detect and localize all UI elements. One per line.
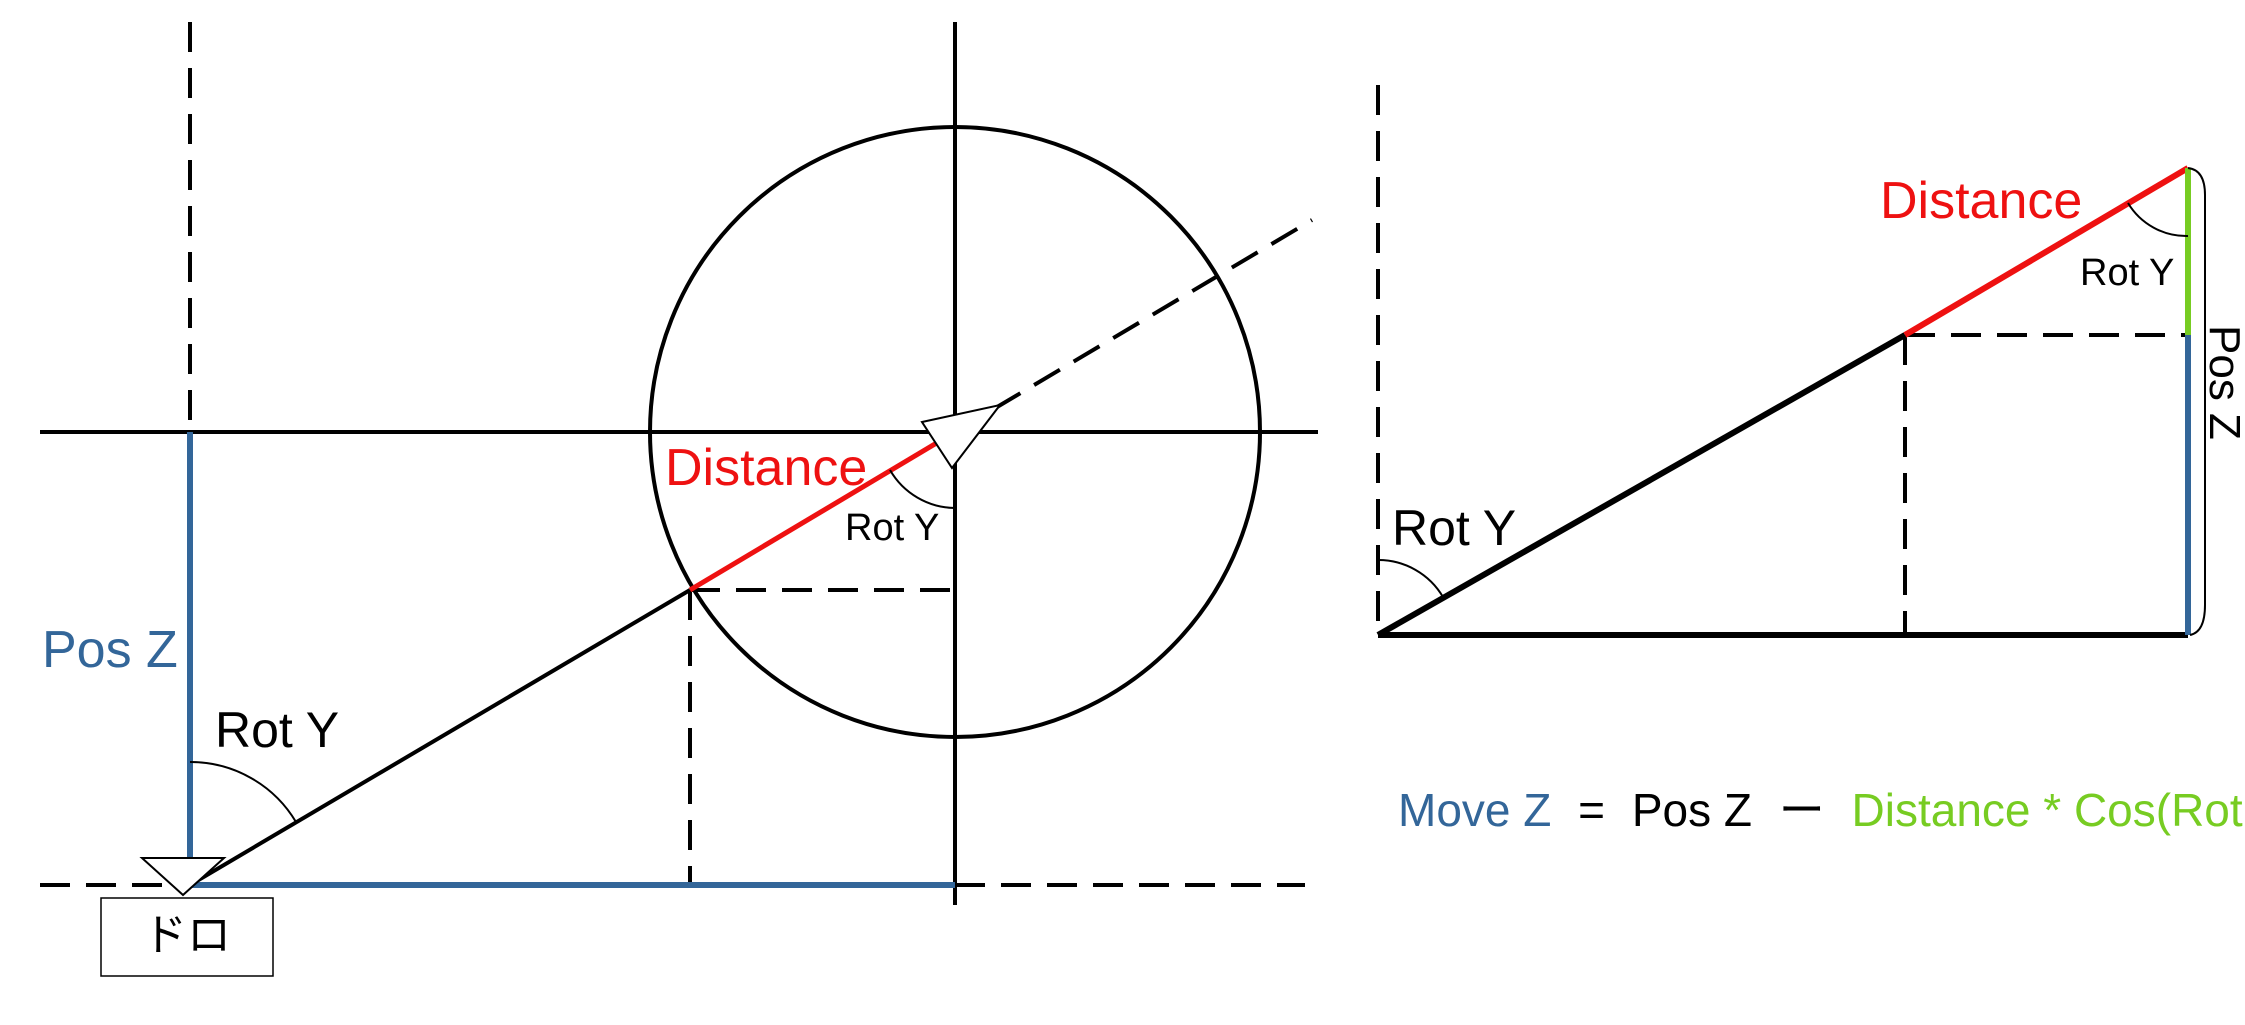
right-rot-y-arc-large	[1377, 558, 1444, 598]
left-diagonal-line	[188, 588, 692, 887]
formula-distance-cos: Distance * Cos(Rot Y)	[1852, 784, 2245, 836]
target-triangle-marker	[920, 403, 1003, 470]
right-rot-y-arc-small	[2127, 202, 2189, 238]
right-distance-label: Distance	[1880, 172, 2082, 230]
right-diagonal-line	[1376, 332, 1907, 638]
origin-box	[100, 897, 274, 977]
right-rot-y-label-small: Rot Y	[2080, 252, 2174, 294]
origin-box-label: ドロ	[143, 911, 231, 960]
right-pos-z-label: Pos Z	[2200, 325, 2245, 440]
right-pos-z-brace	[2187, 167, 2206, 636]
formula-pos-z: Pos Z	[1632, 784, 1752, 836]
left-rot-y-arc-large	[189, 760, 297, 823]
right-distance-red-line	[1903, 165, 2190, 338]
formula-equals: =	[1578, 784, 1605, 836]
right-diagram: Rot Y Distance Rot Y Pos Z	[1376, 85, 2245, 638]
right-rot-y-label-large: Rot Y	[1392, 500, 1516, 556]
formula: Move Z = Pos Z ー Distance * Cos(Rot Y)	[1398, 784, 2245, 836]
formula-move-z: Move Z	[1398, 784, 1551, 836]
left-rot-y-arc-small	[889, 469, 956, 509]
left-pos-z-label: Pos Z	[42, 621, 178, 679]
left-distance-red-line	[688, 429, 957, 593]
formula-minus: ー	[1779, 784, 1825, 836]
origin-triangle-marker	[139, 857, 227, 897]
left-diagram: ドロ Pos Z Rot Y Distance Rot Y	[40, 22, 1318, 977]
left-extension-dashed-line	[953, 218, 1314, 434]
left-distance-label: Distance	[665, 439, 867, 497]
distance-circle	[648, 125, 1262, 739]
left-rot-y-label-large: Rot Y	[215, 702, 339, 758]
left-rot-y-label-small: Rot Y	[845, 507, 939, 549]
